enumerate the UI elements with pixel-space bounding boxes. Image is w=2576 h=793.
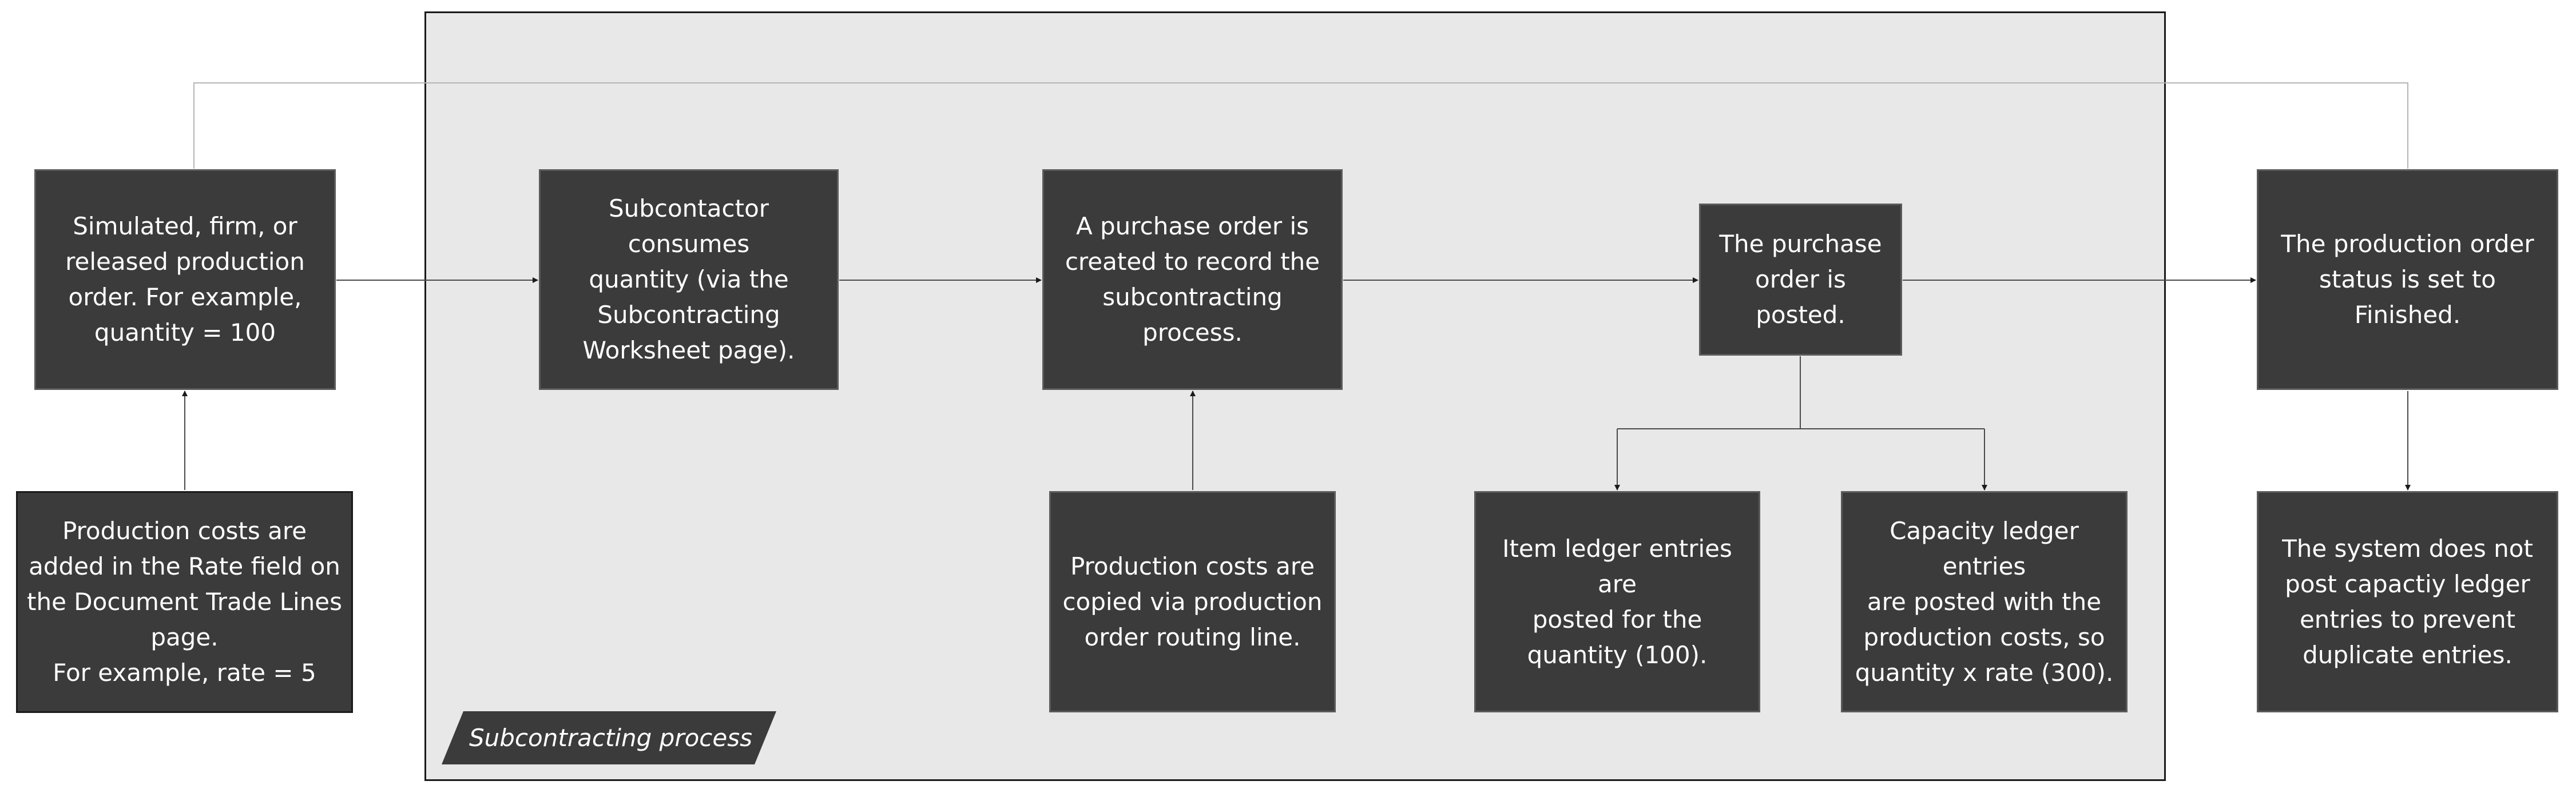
subcontractor-consumes-node: Subcontactor consumes quantity (via the … <box>539 169 839 390</box>
no-capacity-entries-node: The system does not post capactiy ledger… <box>2257 491 2558 712</box>
group-label-tag: Subcontracting process <box>442 711 776 764</box>
group-label-shape <box>442 711 776 764</box>
production-costs-copied-node: Production costs are copied via producti… <box>1049 491 1336 712</box>
purchase-order-created-node: A purchase order is created to record th… <box>1042 169 1343 390</box>
split-connector <box>1617 356 1801 429</box>
capacity-ledger-entries-node: Capacity ledger entries are posted with … <box>1841 491 2128 712</box>
production-costs-rate-node: Production costs are added in the Rate f… <box>16 491 353 713</box>
group-label: Subcontracting process <box>469 724 752 752</box>
order-finished-node: The production order status is set to Fi… <box>2257 169 2558 390</box>
item-ledger-entries-node: Item ledger entries are posted for the q… <box>1474 491 1760 712</box>
production-order-node: Simulated, firm, or released production … <box>34 169 336 390</box>
purchase-order-posted-node: The purchase order is posted. <box>1699 204 1902 356</box>
bypass-connector <box>193 82 2408 169</box>
